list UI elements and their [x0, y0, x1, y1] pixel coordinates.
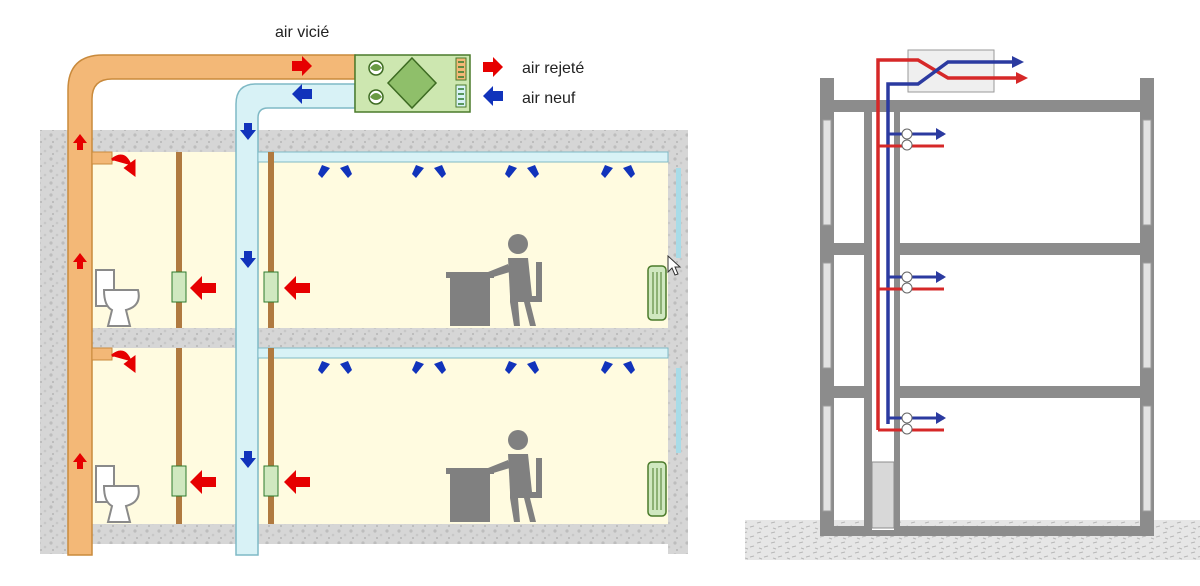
building-structure	[820, 78, 1154, 536]
supply-duct-upper	[257, 151, 669, 163]
return-inlet-arrow-icon	[1012, 56, 1024, 68]
middle-slab	[40, 328, 688, 348]
arrow-up-icon	[73, 253, 87, 269]
window-lower	[676, 368, 681, 453]
supply-outlet-arrow-icon	[1016, 72, 1028, 84]
legend-red-arrow-icon	[483, 57, 503, 77]
arrow-down-icon	[240, 251, 256, 268]
legend-blue-arrow-icon	[483, 86, 503, 106]
arrow-red-outlet-icon	[292, 56, 312, 76]
roof-slab	[40, 130, 688, 152]
floor-branch-upper	[878, 128, 946, 151]
door-grilles	[171, 152, 279, 524]
cursor-icon	[667, 254, 682, 276]
arrow-up-icon	[73, 134, 87, 150]
supply-duct-lower	[257, 347, 669, 359]
exhaust-curve-arrow-icon	[111, 154, 136, 177]
exhaust-branch-upper	[91, 151, 113, 165]
supply-riser	[876, 58, 1018, 430]
heat-exchanger-icon	[354, 54, 471, 113]
diffusers-upper	[318, 165, 635, 178]
floor-branch-middle	[878, 271, 946, 294]
label-air-rejete: air rejeté	[522, 60, 584, 77]
exhaust-curve-arrow-icon	[111, 350, 136, 373]
facade-windows	[822, 119, 1152, 512]
return-riser	[886, 60, 1020, 424]
window-upper	[676, 168, 681, 258]
radiator-icon	[647, 461, 667, 517]
toilet-icon	[95, 465, 140, 523]
right-diagram	[745, 49, 1200, 560]
arrow-up-icon	[73, 453, 87, 469]
fan-icon	[368, 60, 384, 105]
arrow-down-icon	[240, 123, 256, 140]
shaft-base	[871, 461, 895, 529]
person-at-desk-icon	[446, 430, 542, 522]
left-wall	[40, 130, 68, 554]
person-at-desk-icon	[446, 234, 542, 326]
floor-slab	[40, 524, 688, 544]
arrow-down-icon	[240, 451, 256, 468]
label-air-vicie: air vicié	[275, 24, 329, 41]
left-diagram: air vicié air rejeté air neuf	[40, 24, 688, 556]
radiator-icon	[647, 265, 667, 321]
diffusers-lower	[318, 361, 635, 374]
floor-branch-lower	[878, 412, 946, 435]
exhaust-branch-lower	[91, 347, 113, 361]
toilet-icon	[95, 269, 140, 327]
label-air-neuf: air neuf	[522, 90, 576, 107]
arrow-blue-inlet-icon	[292, 84, 312, 104]
right-wall	[668, 130, 688, 554]
rooftop-unit	[907, 49, 995, 93]
room-lower	[88, 348, 668, 524]
